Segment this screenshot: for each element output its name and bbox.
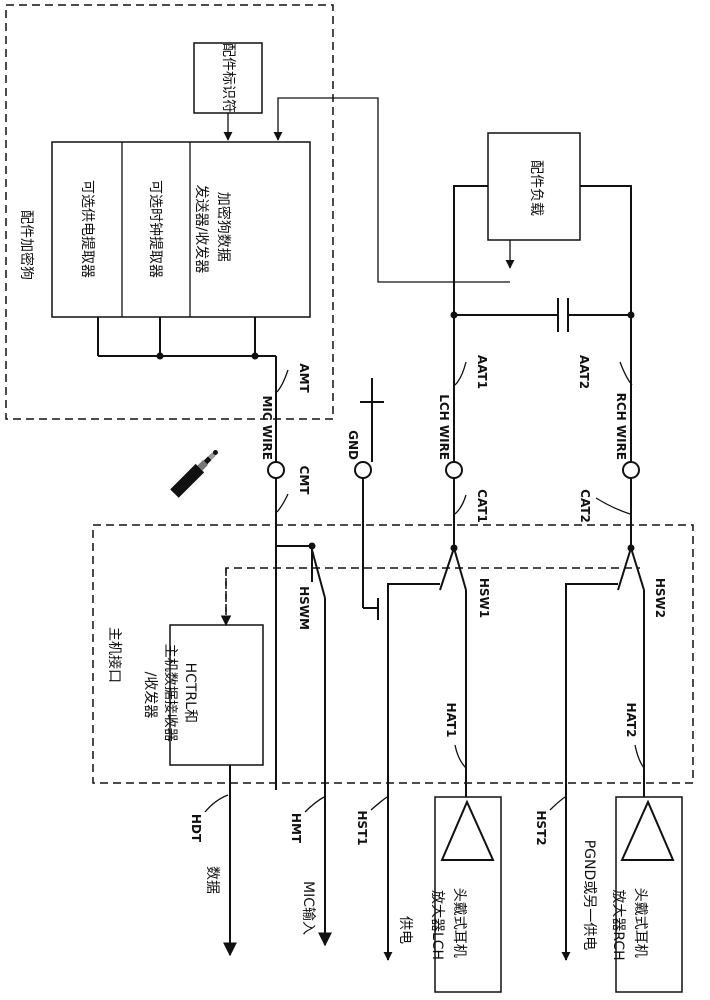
hswm-label: HSWM [297,586,311,630]
accessory-id-label: 配件标识符 [220,43,236,113]
dongle-enclosure [5,4,334,420]
power-signal-label: 供电 [397,916,413,944]
dongle-label: 配件加密狗 [18,210,35,280]
clock-extractor-label: 可选时钟提取器 [147,180,164,278]
host-interface-enclosure [92,524,694,784]
host-transceiver-box [169,624,264,766]
pgnd-signal-label: PGND或另一供电 [581,840,597,951]
hsw2-label: HSW2 [653,578,667,618]
cat1-label: CAT1 [475,489,489,523]
host-interface-label: 主机接口 [106,627,123,683]
lch-amp-label: 头戴式耳机 放大器LCH [429,888,467,962]
gnd-contact [354,461,372,479]
mic-wire-label: MIC WIRE [260,395,274,460]
amt-label: AMT [297,363,311,393]
hst1-label: HST1 [355,810,369,845]
headphone-plug-icon [170,450,218,498]
hat1-label: HAT1 [444,703,458,738]
gnd-label: GND [346,430,360,460]
lch-amp-triangle-icon [440,799,495,861]
cat2-label: CAT2 [578,489,592,523]
rch-amp-label: 头戴式耳机 放大器RCH [610,888,648,962]
lch-wire-label: LCH WIRE [437,394,451,460]
rch-wire-label: RCH WIRE [614,393,628,460]
lch-wire-contact [445,461,463,479]
hst2-label: HST2 [534,810,548,845]
hmt-label: HMT [289,813,303,844]
aat1-label: AAT1 [475,355,489,389]
hsw1-label: HSW1 [477,578,491,618]
hdt-label: HDT [189,814,203,843]
aat2-label: AAT2 [577,355,591,389]
cmt-label: CMT [297,466,311,496]
dongle-function-block [51,141,311,318]
lch-amp-box [434,796,502,993]
data-transceiver-label: 加密狗数据 发送器/收发器 [193,185,232,274]
rch-wire-contact [622,461,640,479]
accessory-load-box [487,132,581,241]
data-signal-label: 数据 [204,866,220,894]
mic-input-signal-label: MIC输入 [300,881,316,935]
rch-amp-triangle-icon [620,799,675,861]
accessory-load-label: 配件负载 [528,160,544,216]
hat2-label: HAT2 [624,703,638,738]
host-transceiver-label: HCTRL和 主机数据接收器 /收发器 [142,644,198,746]
mic-wire-contact [267,461,285,479]
power-extractor-label: 可选供电提取器 [79,180,95,278]
